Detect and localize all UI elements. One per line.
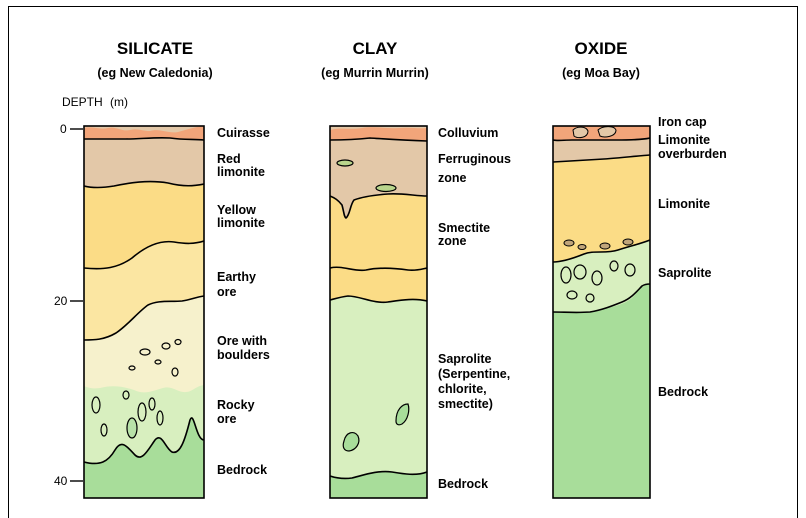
depth-axis-label: DEPTH (m) <box>62 95 128 109</box>
saprolite-boulder <box>600 243 610 249</box>
clay-profile <box>330 126 427 498</box>
iron-cap-nodule <box>573 127 588 137</box>
saprolite-boulder <box>623 239 633 245</box>
boulder-shape <box>92 397 100 413</box>
iron-cap-nodule <box>598 127 616 137</box>
saprolite-boulder <box>592 271 602 285</box>
saprolite-boulder <box>625 264 635 276</box>
boulder-shape <box>129 366 135 370</box>
saprolite-boulder <box>610 261 618 271</box>
silicate-title: SILICATE <box>117 39 193 58</box>
boulder-shape <box>157 411 163 425</box>
layer-label-rocky-ore: Rocky ore <box>217 398 258 426</box>
boulder-shape <box>101 424 107 436</box>
boulder-shape <box>140 349 150 355</box>
silicate-subtitle: (eg New Caledonia) <box>97 66 212 80</box>
boulder-shape <box>149 398 155 410</box>
layer-label-ferruginous-zone: Ferruginous zone <box>438 152 514 185</box>
clay-title: CLAY <box>353 39 398 58</box>
boulder-shape <box>162 343 170 349</box>
saprolite-boulder <box>564 240 574 246</box>
saprolite-boulder <box>586 294 594 302</box>
saprolite-boulder <box>561 267 571 283</box>
layer-label-saprolite: Saprolite (Serpentine, chlorite, smectit… <box>438 352 514 411</box>
boulder-shape <box>155 360 161 364</box>
layer-label-limonite-overburden: Limonite overburden <box>658 133 727 161</box>
layer-label-yellow-limonite: Yellow limonite <box>217 203 265 230</box>
saprolite-boulder <box>574 265 586 279</box>
layer-label-cuirasse: Cuirasse <box>217 126 270 140</box>
layer-label-smectite-zone: Smectite zone <box>438 221 494 248</box>
layer-label-bedrock: Bedrock <box>217 463 267 477</box>
oxide-title: OXIDE <box>575 39 628 58</box>
depth-tick-label: 20 <box>54 294 68 308</box>
silicate-profile <box>84 126 204 498</box>
layer-label-limonite: Limonite <box>658 197 710 211</box>
layer-label-ore-with-boulders: Ore with boulders <box>217 334 271 362</box>
depth-axis-title: DEPTH <box>62 95 103 109</box>
depth-tick-label: 0 <box>60 122 67 136</box>
boulder-shape <box>172 368 178 376</box>
layer-label-bedrock: Bedrock <box>438 477 488 491</box>
ferruginous-nodule <box>376 185 396 192</box>
oxide-subtitle: (eg Moa Bay) <box>562 66 640 80</box>
oxide-profile <box>553 125 650 498</box>
layer-label-bedrock: Bedrock <box>658 385 708 399</box>
layer-label-colluvium: Colluvium <box>438 126 498 140</box>
boulder-shape <box>175 340 181 345</box>
boulder-shape <box>127 418 137 438</box>
boulder-shape <box>123 391 129 399</box>
saprolite-boulder <box>567 291 577 299</box>
ferruginous-nodule <box>337 160 353 166</box>
layer-label-earthy-ore: Earthy ore <box>217 270 259 299</box>
layer-label-red-limonite: Red limonite <box>217 152 265 179</box>
depth-tick-label: 40 <box>54 474 68 488</box>
boulder-shape <box>138 403 146 421</box>
clay-subtitle: (eg Murrin Murrin) <box>321 66 429 80</box>
layer-label-saprolite: Saprolite <box>658 266 712 280</box>
layer-label-iron-cap: Iron cap <box>658 115 707 129</box>
saprolite-boulder <box>578 245 586 250</box>
depth-axis-unit: (m) <box>110 95 128 109</box>
